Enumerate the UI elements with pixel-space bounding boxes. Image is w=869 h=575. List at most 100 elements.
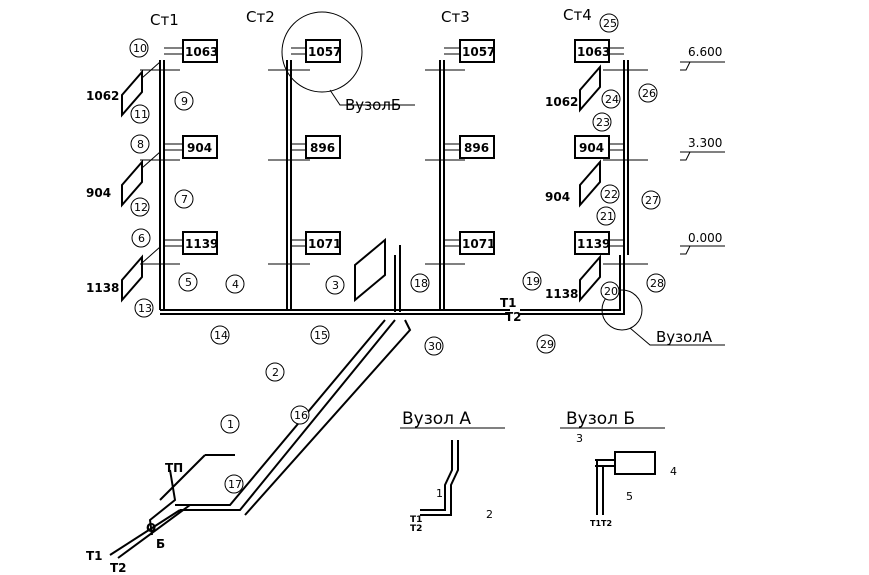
supply-pipes [109, 237, 412, 559]
level-label-0000: 0.000 [688, 231, 722, 245]
callout-14: 14 [210, 325, 230, 345]
callout-8: 8 [130, 134, 150, 154]
callout-22: 22 [600, 184, 620, 204]
callout-7: 7 [174, 189, 194, 209]
node-ref-b: ВузолБ [281, 11, 415, 114]
pipe-label-o: О [146, 521, 156, 535]
radiator-st4-mid: 904 [574, 135, 624, 159]
svg-text:12: 12 [134, 201, 148, 214]
callout-20: 20 [600, 281, 620, 301]
callouts: 1 2 3 4 5 6 7 8 9 10 11 12 13 14 15 16 1… [129, 13, 666, 494]
callout-15: 15 [310, 325, 330, 345]
radiator-st3-mid: 896 [444, 135, 495, 159]
svg-text:24: 24 [605, 93, 619, 106]
svg-text:13: 13 [138, 302, 152, 315]
radiator-st1-top-label: 1063 [185, 45, 218, 59]
riser-title-3: Ст3 [441, 8, 470, 26]
svg-text:9: 9 [181, 95, 188, 108]
detail-a: Вузол А 1 2 Т1 Т2 [400, 409, 505, 534]
callout-16: 16 [290, 405, 310, 425]
radiator-st2-mid-label: 896 [310, 141, 335, 155]
callout-9: 9 [174, 91, 194, 111]
callout-1: 1 [220, 414, 240, 434]
radiator-st2-mid: 896 [291, 135, 341, 159]
callout-25: 25 [599, 13, 619, 33]
radiator-st2-top-label: 1057 [308, 45, 341, 59]
callout-18: 18 [410, 273, 430, 293]
detail-b-label-3: 3 [576, 432, 583, 445]
detail-b-label-5: 5 [626, 490, 633, 503]
svg-text:18: 18 [414, 277, 428, 290]
svg-text:7: 7 [181, 193, 188, 206]
detail-a-label-1: 1 [436, 487, 443, 500]
pipe-label-b: Б [156, 537, 165, 551]
svg-text:14: 14 [214, 329, 228, 342]
svg-text:28: 28 [650, 277, 664, 290]
svg-text:25: 25 [603, 17, 617, 30]
callout-11: 11 [130, 104, 150, 124]
radiator-st1-bot-label: 1139 [185, 237, 218, 251]
radiator-st3-bot-label: 1071 [462, 237, 495, 251]
detail-b-t1t2: Т1Т2 [590, 519, 612, 528]
radiator-st3-top: 1057 [444, 39, 495, 63]
side-radiator-st4-top-label: 1062 [545, 95, 578, 109]
side-radiator-st1-top-label: 1062 [86, 89, 119, 103]
level-label-6600: 6.600 [688, 45, 722, 59]
detail-b: Вузол Б 3 4 5 Т1Т2 [560, 409, 677, 528]
svg-text:17: 17 [228, 478, 242, 491]
callout-24: 24 [601, 89, 621, 109]
side-radiator-st1-mid-label: 904 [86, 186, 111, 200]
svg-text:29: 29 [540, 338, 554, 351]
callout-4: 4 [225, 274, 245, 294]
svg-text:10: 10 [133, 42, 147, 55]
svg-text:22: 22 [604, 188, 618, 201]
radiator-st1-bot: 1139 [164, 231, 218, 255]
detail-a-t1: Т1 [410, 515, 422, 525]
svg-text:30: 30 [428, 340, 442, 353]
riser-title-4: Ст4 [563, 6, 592, 24]
callout-23: 23 [592, 112, 612, 132]
svg-text:2: 2 [272, 366, 279, 379]
radiator-st4-mid-label: 904 [579, 141, 604, 155]
svg-text:27: 27 [645, 194, 659, 207]
callout-13: 13 [134, 298, 154, 318]
svg-text:23: 23 [596, 116, 610, 129]
detail-b-title: Вузол Б [566, 409, 635, 429]
side-radiator-st4 [579, 64, 601, 303]
radiator-st4-top-label: 1063 [577, 45, 610, 59]
callout-27: 27 [641, 190, 661, 210]
floor-hatches [140, 69, 648, 265]
callout-3: 3 [325, 275, 345, 295]
svg-text:5: 5 [185, 276, 192, 289]
pipe-label-t1-main: Т1 [500, 296, 517, 310]
callout-10: 10 [129, 38, 149, 58]
callout-26: 26 [638, 83, 658, 103]
callout-19: 19 [522, 271, 542, 291]
callout-2: 2 [265, 362, 285, 382]
side-radiator-st4-bot-label: 1138 [545, 287, 578, 301]
pipe-label-t2: Т2 [110, 561, 127, 575]
detail-a-t2: Т2 [410, 524, 422, 534]
svg-text:15: 15 [314, 329, 328, 342]
radiator-st3-mid-label: 896 [464, 141, 489, 155]
pipe-label-tp: ТП [165, 461, 183, 475]
callout-28: 28 [646, 273, 666, 293]
svg-text:1: 1 [227, 418, 234, 431]
radiator-st1-top: 1063 [164, 39, 218, 63]
side-radiator-st1-bot-label: 1138 [86, 281, 119, 295]
node-ref-a-label: ВузолА [656, 328, 713, 346]
radiator-st1-mid: 904 [164, 135, 218, 159]
pipe-label-t2-main: Т2 [505, 310, 522, 324]
detail-b-label-4: 4 [670, 465, 677, 478]
radiator-st4-bot-label: 1139 [577, 237, 610, 251]
level-mark-6600: 6.600 [680, 45, 725, 71]
detail-a-label-2: 2 [486, 508, 493, 521]
level-label-3300: 3.300 [688, 136, 722, 150]
detail-a-title: Вузол А [402, 409, 471, 429]
level-mark-3300: 3.300 [680, 136, 725, 161]
node-ref-a: ВузолА [601, 289, 725, 346]
level-mark-0000: 0.000 [680, 231, 725, 255]
riser-title-1: Ст1 [150, 11, 179, 29]
callout-6: 6 [131, 228, 151, 248]
